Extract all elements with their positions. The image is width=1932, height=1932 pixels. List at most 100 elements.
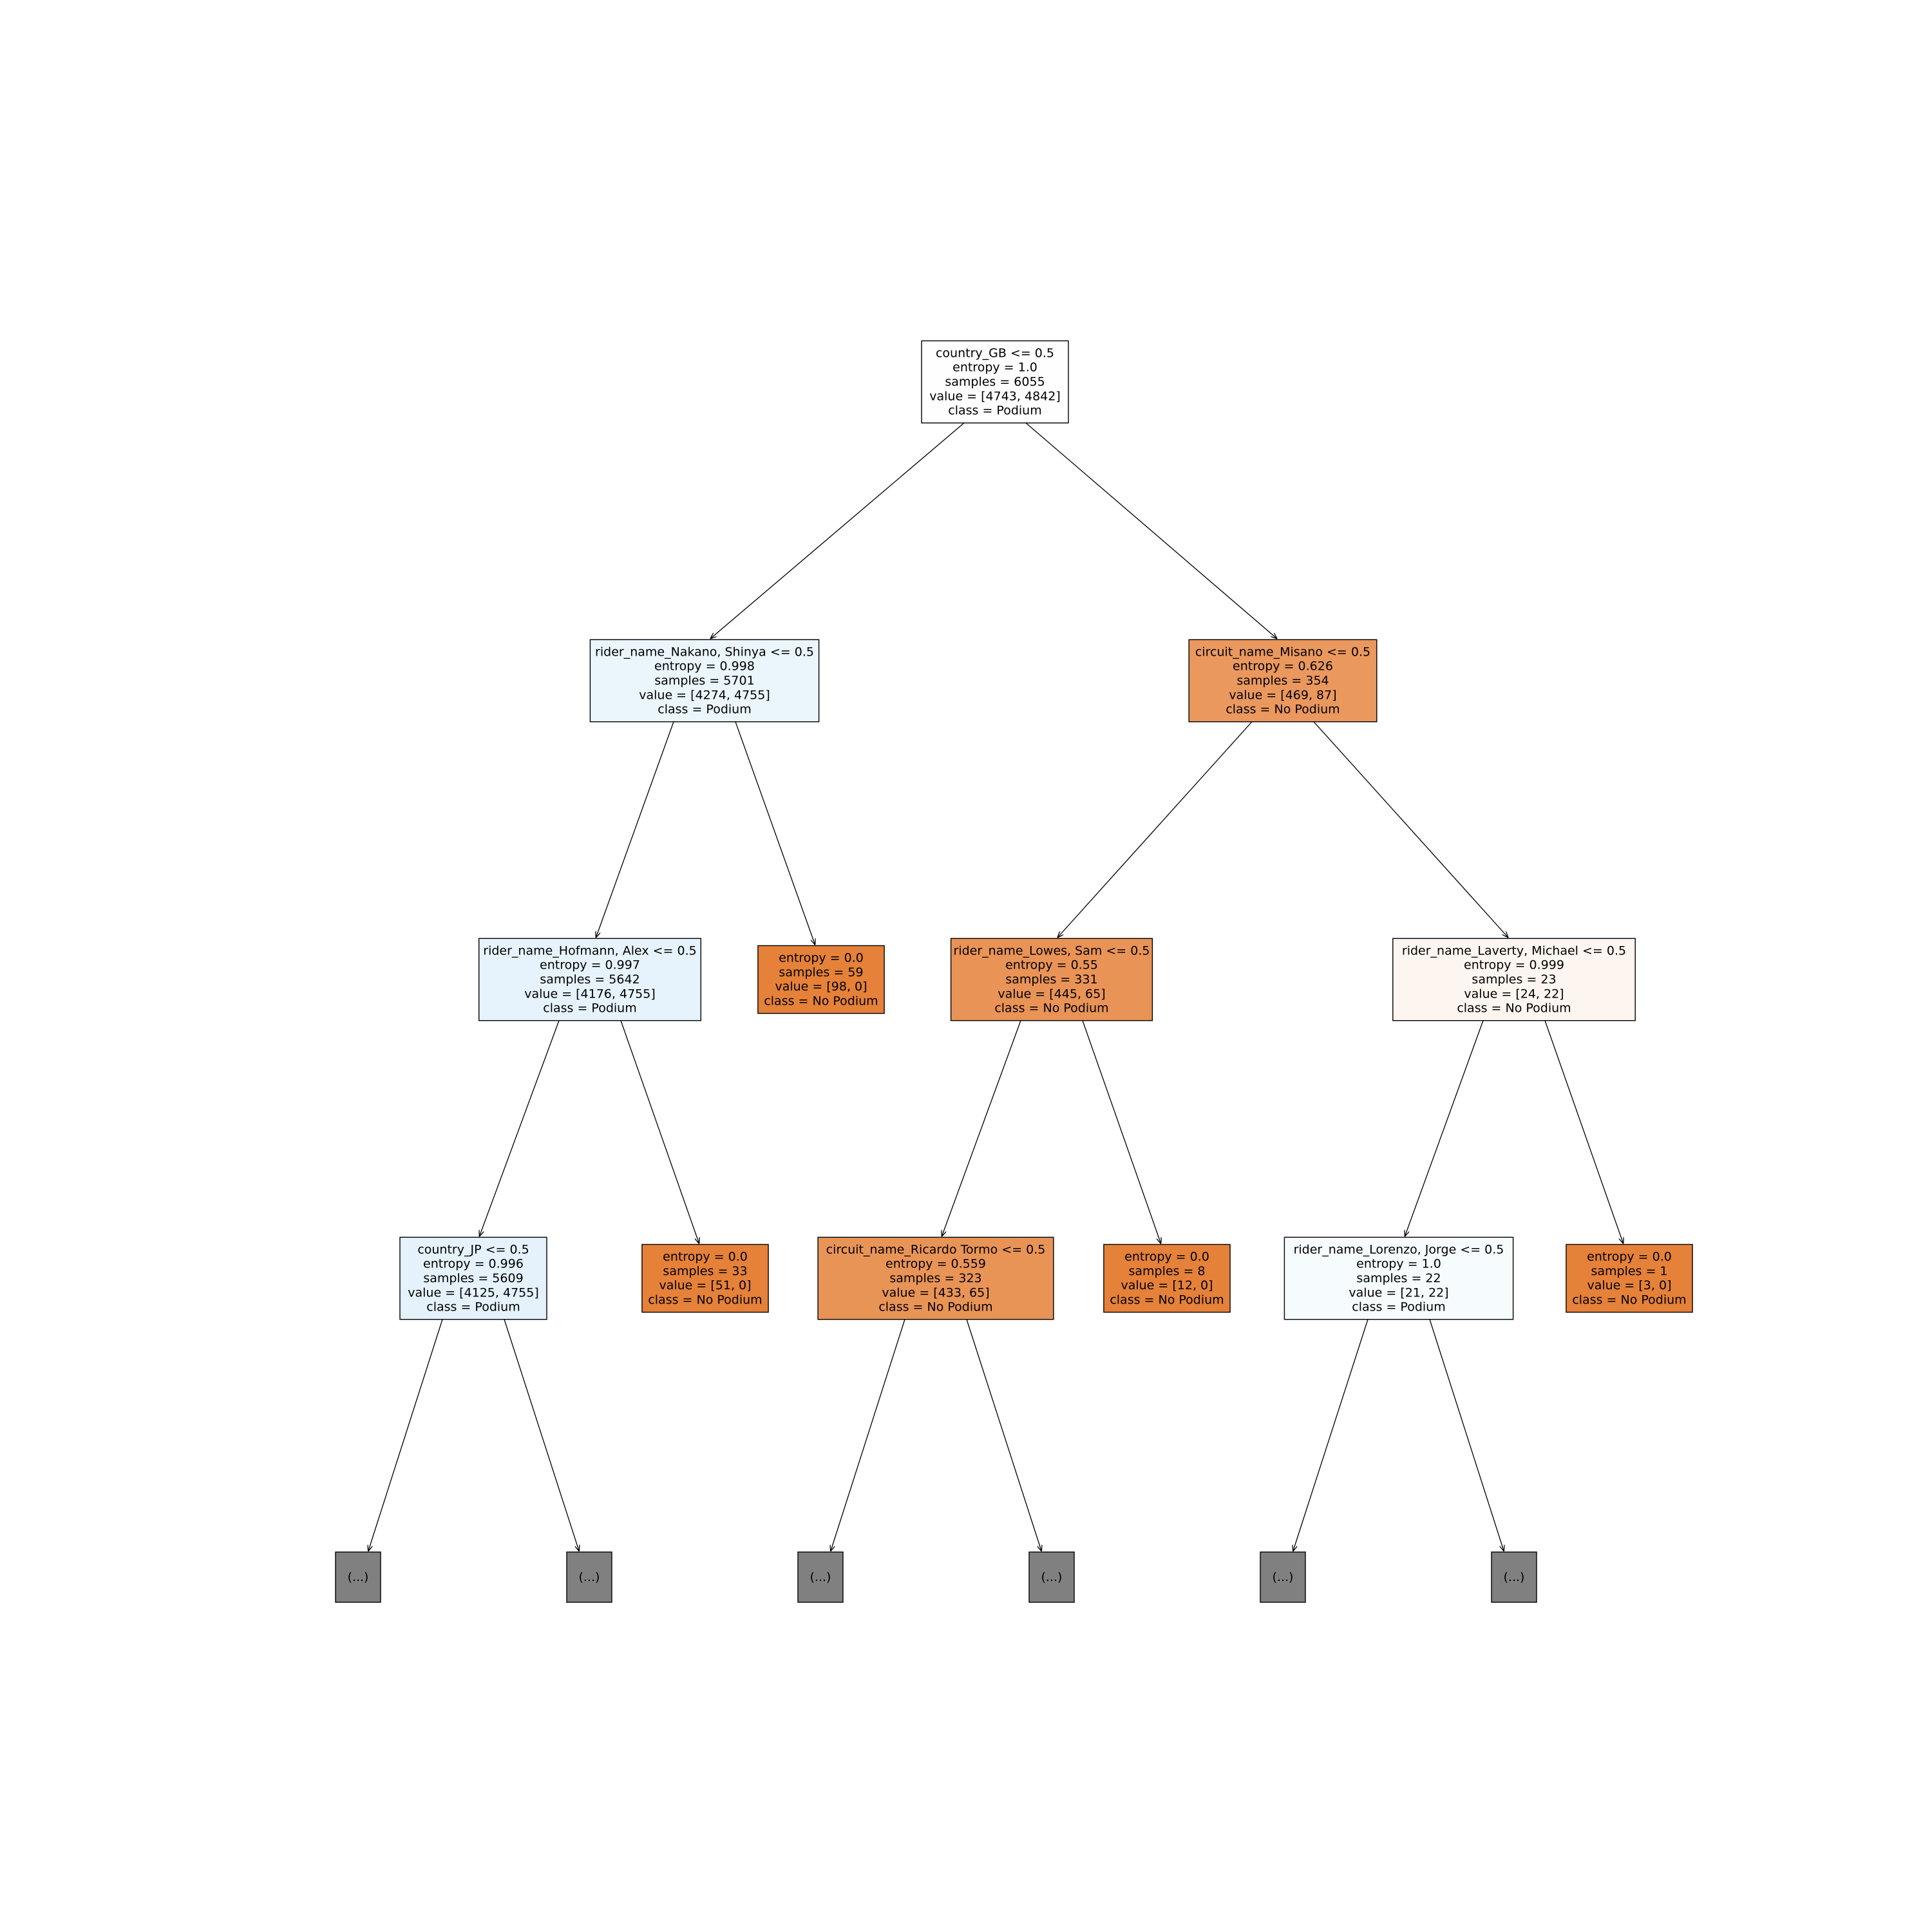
node-label-line: value = [3, 0] bbox=[1587, 1278, 1672, 1293]
tree-edges bbox=[368, 422, 1623, 1551]
node-label-line: samples = 323 bbox=[889, 1271, 981, 1285]
tree-node-n6: rider_name_Laverty, Michael <= 0.5entrop… bbox=[1392, 938, 1636, 1021]
node-label-line: country_JP <= 0.5 bbox=[417, 1242, 529, 1256]
node-label-line: samples = 5642 bbox=[540, 972, 639, 987]
node-label-line: value = [98, 0] bbox=[775, 980, 867, 994]
node-label-line: (...) bbox=[810, 1570, 831, 1584]
tree-edge-n2-n6 bbox=[1313, 721, 1508, 938]
tree-node-t6: (...) bbox=[1491, 1551, 1537, 1603]
node-label-line: class = No Podium bbox=[1457, 1001, 1571, 1016]
tree-edge-n6-n11 bbox=[1405, 1020, 1484, 1236]
node-label-line: value = [4274, 4755] bbox=[639, 688, 770, 702]
node-label-line: entropy = 0.996 bbox=[423, 1257, 524, 1271]
tree-node-t2: (...) bbox=[566, 1551, 612, 1603]
node-label-line: circuit_name_Ricardo Tormo <= 0.5 bbox=[826, 1242, 1046, 1256]
tree-edge-n6-n12 bbox=[1544, 1020, 1623, 1244]
node-label-line: value = [445, 65] bbox=[998, 987, 1105, 1001]
node-label-line: samples = 22 bbox=[1356, 1271, 1441, 1285]
node-label-line: class = Podium bbox=[426, 1300, 520, 1314]
node-label-line: entropy = 0.559 bbox=[886, 1257, 986, 1271]
tree-edge-n3-n7 bbox=[480, 1020, 560, 1236]
node-label-line: entropy = 0.0 bbox=[779, 951, 864, 965]
node-label-line: samples = 1 bbox=[1591, 1264, 1667, 1278]
node-box bbox=[921, 340, 1069, 424]
tree-edge-n3-n8 bbox=[620, 1020, 699, 1244]
tree-node-n11: rider_name_Lorenzo, Jorge <= 0.5entropy … bbox=[1283, 1236, 1514, 1320]
tree-edge-n1-n3 bbox=[596, 721, 674, 938]
tree-edge-n7-t1 bbox=[368, 1319, 443, 1551]
node-label-line: class = No Podium bbox=[1110, 1293, 1224, 1307]
node-label-line: rider_name_Hofmann, Alex <= 0.5 bbox=[483, 943, 696, 958]
node-label-line: value = [433, 65] bbox=[882, 1285, 989, 1300]
tree-edge-n9-t3 bbox=[831, 1319, 905, 1551]
node-label-line: value = [24, 22] bbox=[1464, 987, 1564, 1001]
node-label-line: class = No Podium bbox=[764, 994, 878, 1008]
node-label-line: rider_name_Laverty, Michael <= 0.5 bbox=[1402, 943, 1626, 958]
tree-edge-n11-t5 bbox=[1293, 1319, 1368, 1551]
node-box bbox=[797, 1551, 844, 1603]
node-label-line: class = No Podium bbox=[648, 1293, 762, 1307]
node-box bbox=[1392, 938, 1636, 1021]
node-box bbox=[817, 1236, 1054, 1320]
tree-edge-n11-t6 bbox=[1429, 1319, 1504, 1551]
node-box bbox=[1188, 639, 1378, 723]
node-label-line: (...) bbox=[1041, 1570, 1063, 1584]
tree-edge-n0-n2 bbox=[1025, 422, 1276, 639]
node-label-line: circuit_name_Misano <= 0.5 bbox=[1195, 645, 1370, 659]
tree-node-t4: (...) bbox=[1028, 1551, 1075, 1603]
node-label-line: country_GB <= 0.5 bbox=[936, 346, 1054, 360]
node-label-line: (...) bbox=[348, 1570, 369, 1584]
node-label-line: samples = 33 bbox=[663, 1264, 747, 1278]
node-box bbox=[1260, 1551, 1306, 1603]
node-label-line: samples = 5609 bbox=[423, 1271, 523, 1285]
node-label-line: entropy = 0.999 bbox=[1464, 958, 1564, 972]
node-label-line: (...) bbox=[1504, 1570, 1525, 1584]
tree-edge-n2-n5 bbox=[1058, 721, 1253, 938]
node-box bbox=[589, 639, 820, 723]
tree-node-t1: (...) bbox=[335, 1551, 381, 1603]
node-box bbox=[1283, 1236, 1514, 1320]
node-box bbox=[1566, 1244, 1693, 1313]
node-label-line: rider_name_Lorenzo, Jorge <= 0.5 bbox=[1294, 1242, 1504, 1256]
node-label-line: class = No Podium bbox=[1572, 1293, 1686, 1307]
node-box bbox=[478, 938, 702, 1021]
node-label-line: rider_name_Nakano, Shinya <= 0.5 bbox=[595, 645, 814, 659]
node-box bbox=[335, 1551, 381, 1603]
node-label-line: class = No Podium bbox=[994, 1001, 1108, 1016]
node-label-line: value = [4125, 4755] bbox=[408, 1285, 539, 1300]
tree-edge-n7-t2 bbox=[504, 1319, 579, 1551]
node-label-line: value = [12, 0] bbox=[1121, 1278, 1213, 1293]
node-label-line: entropy = 1.0 bbox=[1356, 1257, 1441, 1271]
node-label-line: class = Podium bbox=[658, 703, 751, 717]
node-label-line: entropy = 0.0 bbox=[1587, 1250, 1672, 1264]
node-label-line: value = [51, 0] bbox=[659, 1278, 751, 1293]
node-label-line: samples = 6055 bbox=[945, 375, 1045, 389]
node-label-line: value = [4743, 4842] bbox=[929, 389, 1061, 403]
node-label-line: entropy = 0.997 bbox=[540, 958, 640, 972]
node-label-line: class = No Podium bbox=[1226, 703, 1340, 717]
node-label-line: entropy = 0.55 bbox=[1005, 958, 1098, 972]
node-label-line: class = Podium bbox=[543, 1001, 636, 1016]
node-label-line: value = [21, 22] bbox=[1349, 1285, 1448, 1300]
node-label-line: value = [469, 87] bbox=[1229, 688, 1336, 702]
node-label-line: class = Podium bbox=[1352, 1300, 1445, 1314]
node-box bbox=[1028, 1551, 1075, 1603]
node-label-line: entropy = 0.0 bbox=[1124, 1250, 1209, 1264]
node-label-line: class = Podium bbox=[948, 404, 1041, 418]
node-label-line: value = [4176, 4755] bbox=[524, 987, 656, 1001]
node-label-line: (...) bbox=[579, 1570, 600, 1584]
tree-edge-n5-n10 bbox=[1082, 1020, 1160, 1244]
tree-node-t5: (...) bbox=[1260, 1551, 1306, 1603]
node-box bbox=[566, 1551, 612, 1603]
node-label-line: samples = 354 bbox=[1236, 674, 1329, 688]
node-box bbox=[757, 945, 885, 1014]
node-label-line: samples = 23 bbox=[1472, 972, 1556, 987]
